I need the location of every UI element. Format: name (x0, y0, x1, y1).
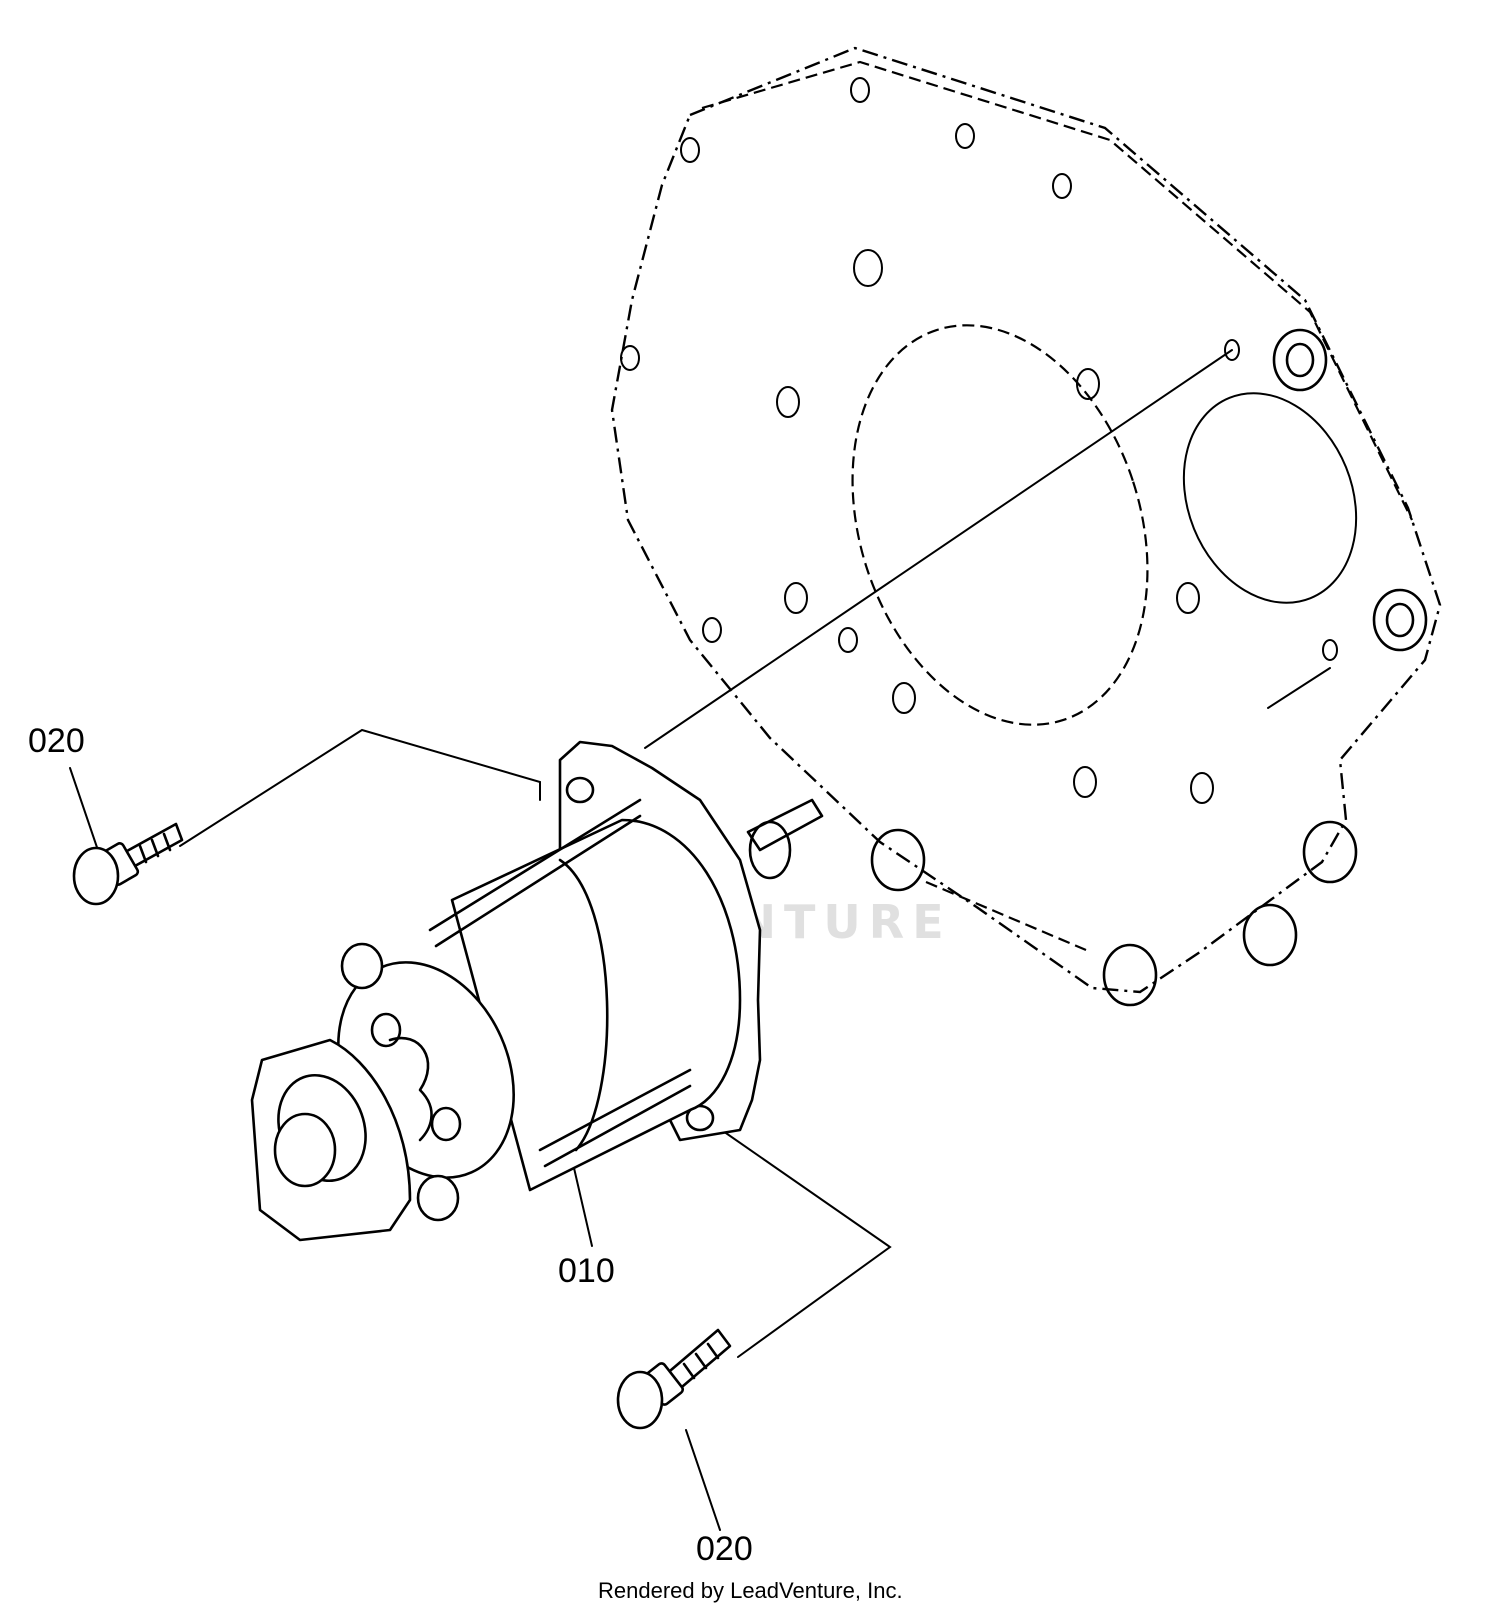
starter-bore (1182, 392, 1358, 604)
solenoid-terminal (273, 1112, 337, 1188)
through-bolt-nut-lower (416, 1174, 460, 1222)
end-cover-screw-lower (430, 1106, 462, 1142)
bolt-bottom-head (616, 1370, 664, 1430)
centerline-upper (644, 349, 1233, 749)
pinion-boss (748, 820, 792, 880)
callout-020-bottom: 020 (696, 1530, 753, 1568)
callout-020-bottom-leader (685, 1429, 721, 1531)
centerline-dowel (1267, 667, 1331, 709)
flange-hole-upper (565, 776, 595, 804)
end-cover-detail (388, 1036, 433, 1142)
plate-bosses (870, 328, 1428, 1007)
plate-outline (610, 46, 1442, 994)
end-cover-screw-upper (370, 1012, 402, 1048)
bolt-top-thread (138, 832, 172, 864)
through-bolt-lower-b (543, 1084, 692, 1168)
bolt-020-bottom (616, 1328, 732, 1430)
bolt-bottom-leader (709, 1121, 892, 1358)
callout-010: 010 (558, 1252, 615, 1290)
through-bolt-lower (538, 1068, 692, 1152)
mounting-plate (610, 46, 1442, 1007)
plate-inner-edge (701, 60, 1413, 521)
starter-pinion (746, 798, 824, 852)
bolt-020-top (72, 822, 184, 906)
through-bolt-nut-upper (340, 942, 384, 990)
plate-holes (620, 77, 1338, 804)
footer-credit: Rendered by LeadVenture, Inc. (598, 1578, 903, 1603)
starter-motor (250, 740, 824, 1242)
bolt-top-leader (179, 728, 541, 847)
plate-hidden-line (925, 880, 1087, 952)
callout-010-leader (573, 1167, 593, 1247)
through-bolt-upper-b (434, 814, 642, 948)
leader-lines (69, 349, 1331, 1531)
flywheel-bore (851, 324, 1149, 726)
callout-020-top: 020 (28, 722, 85, 760)
bolt-top-head (72, 846, 120, 906)
bolt-bottom-thread (682, 1342, 720, 1380)
through-bolt-upper (428, 798, 642, 932)
